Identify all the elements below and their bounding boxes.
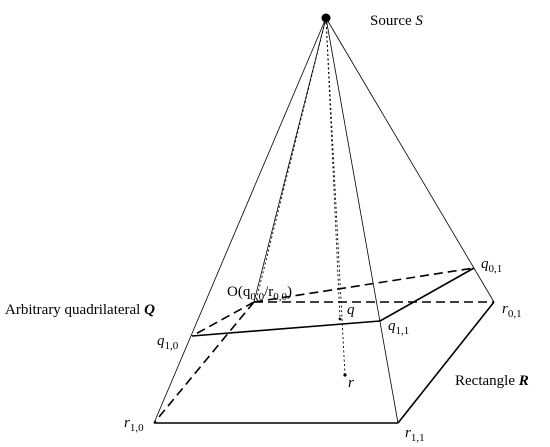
rectangle-label: Rectangle R	[455, 373, 529, 389]
quad-edge-left	[191, 301, 255, 337]
q11-label: q1,1	[388, 318, 409, 337]
quad-edge-right	[379, 267, 475, 322]
q-label: q	[347, 302, 355, 318]
edge-source-r11	[325, 17, 399, 424]
source-label: Source S	[370, 13, 423, 29]
rect-edge-right	[397, 301, 495, 424]
ray-r	[325, 17, 346, 376]
ray-origin	[255, 17, 327, 302]
edge-source-r01	[325, 17, 495, 303]
r10-label: r1,0	[124, 415, 144, 434]
r01-label: r0,1	[502, 301, 522, 320]
q01-label: q0,1	[481, 256, 502, 275]
origin-label: O(q0,0/r0,0)	[227, 284, 292, 303]
q-point-marker	[338, 317, 342, 321]
rect-edge-left	[153, 301, 255, 424]
q10-label: q1,0	[157, 333, 179, 352]
quad-edge-bottom	[191, 320, 381, 337]
r11-label: r1,1	[405, 425, 425, 444]
quadrilateral-label: Arbitrary quadrilateral Q	[5, 302, 155, 318]
edge-source-r10	[153, 17, 327, 424]
r-point-marker	[343, 373, 347, 377]
quad-edge-top	[253, 267, 475, 303]
r-label: r	[348, 375, 354, 391]
edge-source-r00	[253, 17, 327, 303]
source-point	[321, 13, 331, 23]
